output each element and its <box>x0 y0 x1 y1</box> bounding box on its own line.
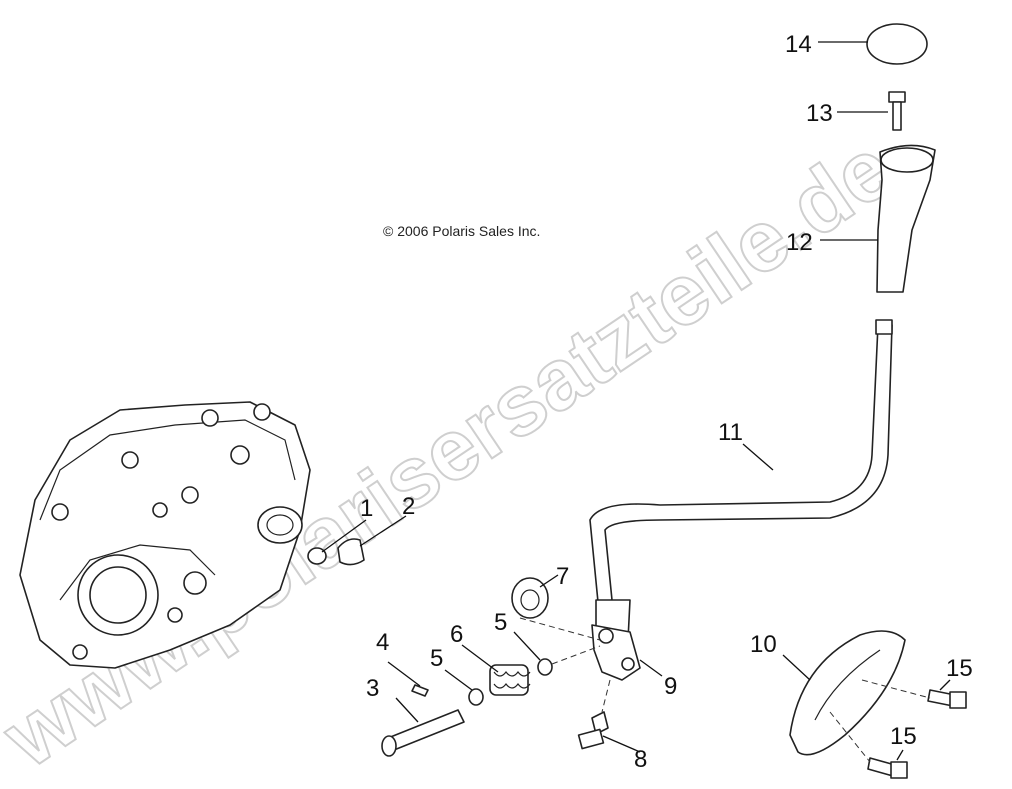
clevis-pin-part-3 <box>381 709 465 757</box>
copyright-text: © 2006 Polaris Sales Inc. <box>383 223 541 239</box>
callout-14: 14 <box>785 31 812 58</box>
callout-11: 11 <box>718 419 743 446</box>
pin-part-4 <box>411 684 429 697</box>
bushing-part-7 <box>511 577 549 619</box>
bolt-part-13 <box>888 91 906 131</box>
callout-4: 4 <box>376 629 389 656</box>
callout-3: 3 <box>366 675 379 702</box>
callout-8: 8 <box>634 746 647 773</box>
boot-part-12 <box>876 144 936 293</box>
spring-part-6 <box>489 664 531 696</box>
plug-part-2 <box>337 538 365 566</box>
shift-knob-part-14 <box>866 23 928 65</box>
callout-5-upper: 5 <box>494 609 507 636</box>
callout-2: 2 <box>402 493 415 520</box>
gearcase-cover <box>19 401 311 669</box>
o-ring-part-1 <box>307 547 327 565</box>
callout-7: 7 <box>556 563 569 590</box>
bolt-part-15b <box>867 757 908 779</box>
callout-15-upper: 15 <box>946 655 973 682</box>
bolt-part-15a <box>927 689 967 709</box>
callout-5-left: 5 <box>430 645 443 672</box>
callout-6: 6 <box>450 621 463 648</box>
callout-15-lower: 15 <box>890 723 917 750</box>
callout-12: 12 <box>786 229 813 256</box>
bracket-hole-lower <box>621 657 635 671</box>
bolt-part-8 <box>577 711 609 750</box>
callout-10: 10 <box>750 631 777 658</box>
shield-part-10 <box>789 630 906 756</box>
bracket-hole <box>598 628 614 644</box>
washer-part-5b <box>468 688 484 706</box>
callout-1: 1 <box>360 495 373 522</box>
callout-9: 9 <box>664 673 677 700</box>
washer-part-5a <box>537 658 553 676</box>
callout-13: 13 <box>806 100 833 127</box>
